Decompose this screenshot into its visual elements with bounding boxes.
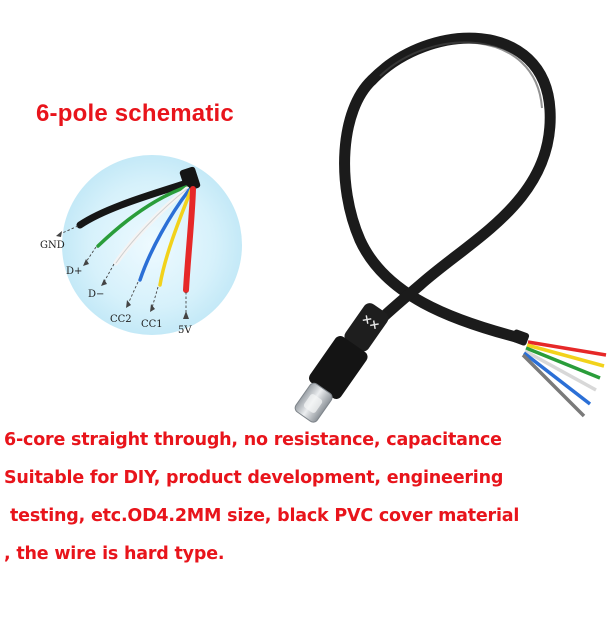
description-line-1: 6-core straight through, no resistance, …: [4, 430, 502, 450]
usb-c-cable: [339, 32, 556, 344]
pin-label-d-plus: D+: [66, 266, 82, 277]
description-line-3: testing, etc.OD4.2MM size, black PVC cov…: [10, 506, 520, 526]
description-line-2: Suitable for DIY, product development, e…: [4, 468, 504, 488]
bare-wire-ends: [511, 329, 607, 418]
pin-label-cc1: CC1: [141, 319, 163, 330]
pin-label-5v: 5V: [178, 325, 192, 336]
pin-schematic: GND D+ D− CC2 CC1 5V: [40, 155, 242, 336]
schematic-title: 6-pole schematic: [36, 100, 234, 127]
pin-label-cc2: CC2: [110, 314, 132, 325]
description-line-4: , the wire is hard type.: [4, 544, 225, 564]
usb-c-connector: × ×: [294, 303, 389, 423]
pin-label-gnd: GND: [40, 240, 65, 251]
pin-label-d-minus: D−: [88, 289, 104, 300]
